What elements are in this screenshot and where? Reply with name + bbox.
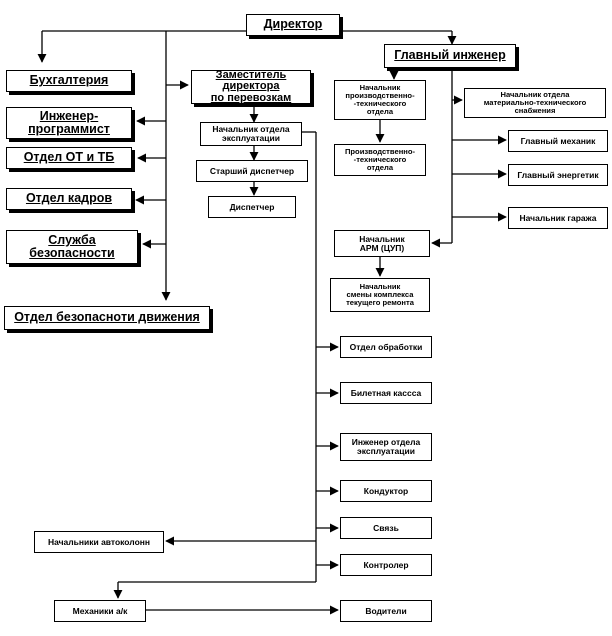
chief-engineer-box: Главный инженер	[384, 44, 516, 68]
conductor-box: Кондуктор	[340, 480, 432, 502]
director-box: Директор	[246, 14, 340, 36]
operations-engineer-label: Инженер отдела эксплуатации	[351, 437, 421, 456]
ticket-office-box: Билетная кассса	[340, 382, 432, 404]
ticket-office-label: Билетная кассса	[350, 387, 422, 398]
head-material-supply-label: Начальник отдела материально-техническог…	[483, 90, 587, 115]
prod-tech-dept-box: Производственно- -технического отдела	[334, 144, 426, 176]
dept-hr-label: Отдел кадров	[25, 191, 113, 206]
security-service-box: Служба безопасности	[6, 230, 138, 264]
chief-power-engineer-label: Главный энергетик	[517, 169, 599, 180]
deputy-director-label: Заместитель директора по перевозкам	[210, 68, 292, 104]
head-arm-box: Начальник АРМ (ЦУП)	[334, 230, 430, 257]
dispatcher-label: Диспетчер	[229, 201, 275, 212]
accounting-box: Бухгалтерия	[6, 70, 132, 92]
dept-hr-box: Отдел кадров	[6, 188, 132, 210]
senior-dispatcher-label: Старший диспетчер	[209, 165, 295, 176]
drivers-box: Водители	[340, 600, 432, 622]
engineer-programmer-box: Инженер- программист	[6, 107, 132, 139]
security-service-label: Служба безопасности	[29, 232, 115, 260]
dept-ot-tb-box: Отдел ОТ и ТБ	[6, 147, 132, 169]
convoy-heads-label: Начальники автоколонн	[47, 536, 151, 547]
director-label: Директор	[263, 17, 323, 32]
accounting-label: Бухгалтерия	[29, 73, 109, 88]
controller-label: Контролер	[363, 559, 409, 570]
head-prod-tech-label: Начальник производственно- -технического…	[345, 83, 415, 116]
prod-tech-dept-label: Производственно- -технического отдела	[344, 147, 416, 172]
engineer-programmer-label: Инженер- программист	[28, 108, 110, 136]
head-operations-box: Начальник отдела эксплуатации	[200, 122, 302, 146]
head-garage-box: Начальник гаража	[508, 207, 608, 229]
head-operations-label: Начальник отдела эксплуатации	[212, 124, 290, 143]
processing-dept-label: Отдел обработки	[349, 341, 423, 352]
controller-box: Контролер	[340, 554, 432, 576]
chief-mechanic-box: Главный механик	[508, 130, 608, 152]
deputy-director-box: Заместитель директора по перевозкам	[191, 68, 311, 104]
traffic-safety-dept-label: Отдел безопаснoти движения	[14, 310, 200, 325]
convoy-heads-box: Начальники автоколонн	[34, 531, 164, 553]
senior-dispatcher-box: Старший диспетчер	[196, 160, 308, 182]
traffic-safety-dept-box: Отдел безопаснoти движения	[4, 306, 210, 330]
chief-mechanic-label: Главный механик	[520, 135, 596, 146]
mechanics-label: Механики а/к	[72, 605, 128, 616]
drivers-label: Водители	[365, 605, 407, 616]
head-repair-shift-label: Начальник смены комплекса текущего ремон…	[346, 282, 414, 307]
operations-engineer-box: Инженер отдела эксплуатации	[340, 433, 432, 461]
head-garage-label: Начальник гаража	[519, 212, 597, 223]
head-repair-shift-box: Начальник смены комплекса текущего ремон…	[330, 278, 430, 312]
conductor-label: Кондуктор	[363, 485, 409, 496]
chief-power-engineer-box: Главный энергетик	[508, 164, 608, 186]
head-arm-label: Начальник АРМ (ЦУП)	[359, 233, 405, 253]
communications-box: Связь	[340, 517, 432, 539]
mechanics-box: Механики а/к	[54, 600, 146, 622]
dept-ot-tb-label: Отдел ОТ и ТБ	[23, 150, 115, 165]
communications-label: Связь	[373, 522, 399, 533]
dispatcher-box: Диспетчер	[208, 196, 296, 218]
head-prod-tech-box: Начальник производственно- -технического…	[334, 80, 426, 120]
chief-engineer-label: Главный инженер	[394, 48, 506, 63]
head-material-supply-box: Начальник отдела материально-техническог…	[464, 88, 606, 118]
processing-dept-box: Отдел обработки	[340, 336, 432, 358]
